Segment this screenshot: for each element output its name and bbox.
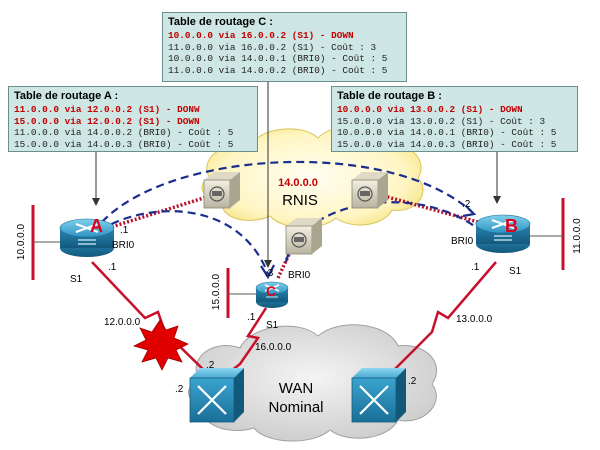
callout-arrow-a — [92, 198, 100, 206]
isdn-switch-middle — [285, 218, 322, 255]
router-c-bri-label: BRI0 — [288, 270, 311, 281]
isdn-path-ab — [101, 160, 477, 223]
routing-table-c-row: 11.0.0.0 via 16.0.0.2 (S1) - Coût : 3 — [168, 41, 377, 53]
wan-switch-right[interactable] — [351, 368, 406, 423]
rnis-network-label: 14.0.0.0 — [278, 177, 318, 189]
routing-table-a: Table de routage A : 11.0.0.0 via 12.0.0… — [8, 86, 258, 152]
link-a-addr-label: .2 — [175, 384, 184, 395]
link-c-net-label: 16.0.0.0 — [255, 342, 292, 353]
isdn-switch-left — [203, 172, 240, 209]
router-c-serial-addr: .1 — [247, 312, 256, 323]
routing-table-c-title: Table de routage C : — [168, 16, 273, 28]
router-a-serial-label: S1 — [70, 274, 83, 285]
lan-bar-a — [31, 205, 65, 280]
isdn-path-ac — [99, 210, 275, 280]
lan-bar-b — [528, 198, 565, 270]
router-a-bri-addr: .1 — [120, 225, 129, 236]
phone-icon — [294, 237, 304, 242]
router-c[interactable] — [255, 281, 289, 308]
wan-switch-left[interactable] — [189, 368, 244, 423]
routing-table-a-row: 15.0.0.0 via 12.0.0.2 (S1) - DOWN — [14, 115, 200, 127]
link-c-addr-label: .2 — [206, 360, 215, 371]
routing-table-c-row: 10.0.0.0 via 14.0.0.1 (BRI0) - Coût : 5 — [168, 53, 388, 65]
router-b-serial-label: S1 — [509, 266, 522, 277]
routing-table-c: Table de routage C : 10.0.0.0 via 16.0.0… — [162, 12, 407, 82]
router-a-serial-addr: .1 — [108, 262, 117, 273]
router-a-bri-label: BRI0 — [112, 240, 135, 251]
lan-a-label: 10.0.0.0 — [16, 223, 27, 260]
router-a-letter: A — [90, 216, 103, 236]
router-b-letter: B — [505, 216, 518, 236]
routing-table-b-row: 10.0.0.0 via 13.0.0.2 (S1) - DOWN — [337, 104, 523, 115]
router-a[interactable] — [59, 218, 115, 257]
callout-arrow-c — [264, 260, 272, 268]
link-failure-burst-icon — [132, 319, 189, 371]
link-b-addr-label: .2 — [408, 376, 417, 387]
lan-b-label: 11.0.0.0 — [572, 218, 583, 254]
router-b[interactable] — [475, 214, 531, 253]
routing-table-b-row: 15.0.0.0 via 14.0.0.3 (BRI0) - Coût : 5 — [337, 138, 557, 150]
rnis-label: RNIS — [282, 192, 318, 209]
serial-link-b-wan — [385, 261, 497, 379]
routing-table-b-row: 10.0.0.0 via 14.0.0.1 (BRI0) - Coût : 5 — [337, 127, 557, 139]
routing-table-b-title: Table de routage B : — [337, 90, 442, 102]
router-c-letter: C — [266, 283, 276, 299]
routing-table-a-row: 11.0.0.0 via 12.0.0.2 (S1) - DONW — [14, 104, 200, 115]
isdn-switch-right — [351, 172, 388, 209]
routing-table-a-row: 15.0.0.0 via 14.0.0.3 (BRI0) - Coût : 5 — [14, 138, 234, 150]
routing-table-b-row: 15.0.0.0 via 13.0.0.2 (S1) - Coût : 3 — [337, 115, 546, 127]
bri-link-c — [276, 247, 294, 279]
router-c-bri-addr: .3 — [265, 268, 274, 279]
lan-c-label: 15.0.0.0 — [211, 273, 222, 310]
routing-table-a-row: 11.0.0.0 via 14.0.0.2 (BRI0) - Coût : 5 — [14, 127, 234, 139]
router-b-serial-addr: .1 — [471, 262, 480, 273]
link-a-net-label: 12.0.0.0 — [104, 317, 141, 328]
routing-table-a-title: Table de routage A : — [14, 90, 119, 102]
phone-icon — [360, 191, 370, 196]
callout-arrow-b — [493, 196, 501, 204]
router-b-bri-label: BRI0 — [451, 236, 474, 247]
wan-label-line2: Nominal — [268, 399, 323, 416]
router-c-serial-label: S1 — [266, 320, 279, 331]
router-b-bri-addr: .2 — [462, 199, 471, 210]
bri-link-a — [107, 194, 211, 230]
routing-table-c-row: 11.0.0.0 via 14.0.0.2 (BRI0) - Coût : 5 — [168, 64, 388, 76]
routing-table-b: Table de routage B : 10.0.0.0 via 13.0.0… — [331, 86, 578, 152]
routing-table-c-row: 10.0.0.0 via 16.0.0.2 (S1) - DOWN — [168, 30, 354, 41]
phone-icon — [212, 191, 222, 196]
link-b-net-label: 13.0.0.0 — [456, 314, 493, 325]
wan-label-line1: WAN — [279, 380, 313, 397]
